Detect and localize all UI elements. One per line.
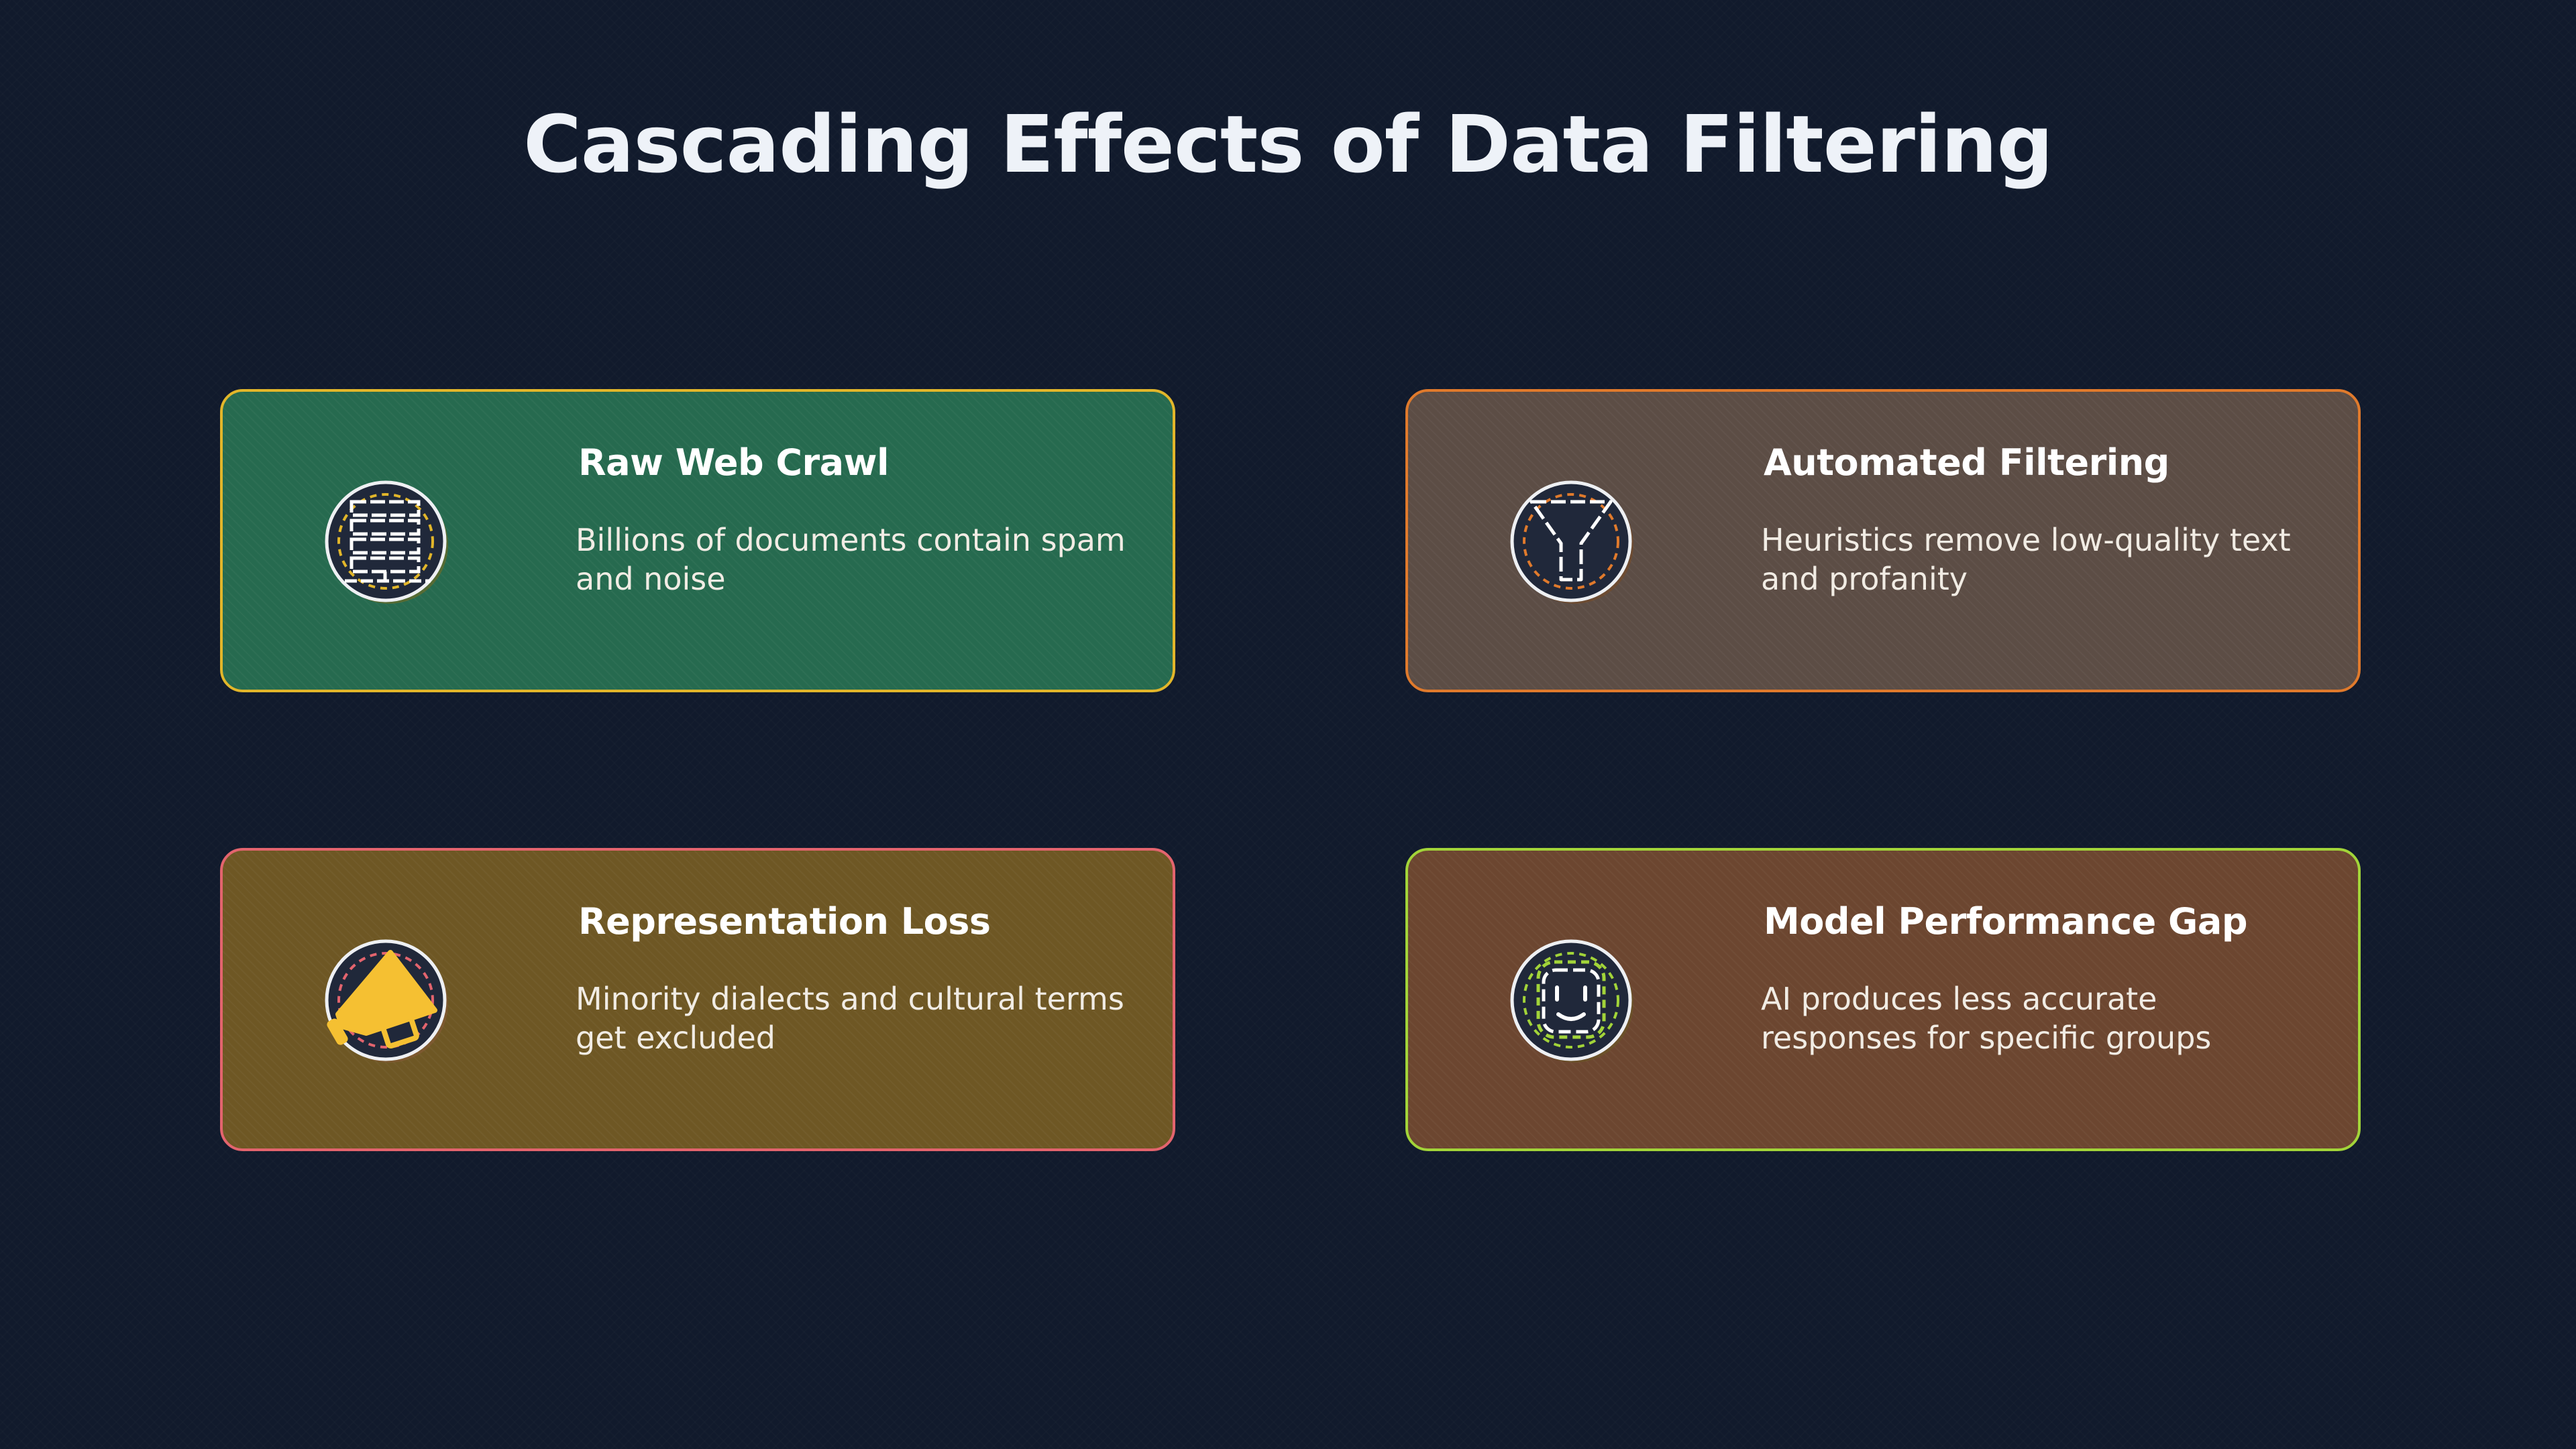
funnel-filter-icon [1509,479,1633,604]
card-description: Billions of documents contain spam and n… [576,522,1126,597]
robot-face-icon [1509,938,1633,1063]
card-description: AI produces less accurate responses for … [1761,981,2212,1056]
card-model-performance-gap: Model Performance Gap AI produces less a… [1405,848,2361,1151]
server-rack-icon [323,479,448,604]
card-title: Model Performance Gap [1764,900,2247,943]
card-description: Minority dialects and cultural terms get… [576,981,1124,1056]
card-description: Heuristics remove low-quality text and p… [1761,522,2291,597]
page-title: Cascading Effects of Data Filtering [523,98,2053,191]
card-title: Automated Filtering [1764,441,2169,484]
card-title: Representation Loss [578,900,991,943]
card-raw-web-crawl: Raw Web Crawl Billions of documents cont… [220,389,1175,692]
card-representation-loss: Representation Loss Minority dialects an… [220,848,1175,1151]
card-title: Raw Web Crawl [578,441,890,484]
card-automated-filtering: Automated Filtering Heuristics remove lo… [1405,389,2361,692]
megaphone-icon [323,938,448,1063]
